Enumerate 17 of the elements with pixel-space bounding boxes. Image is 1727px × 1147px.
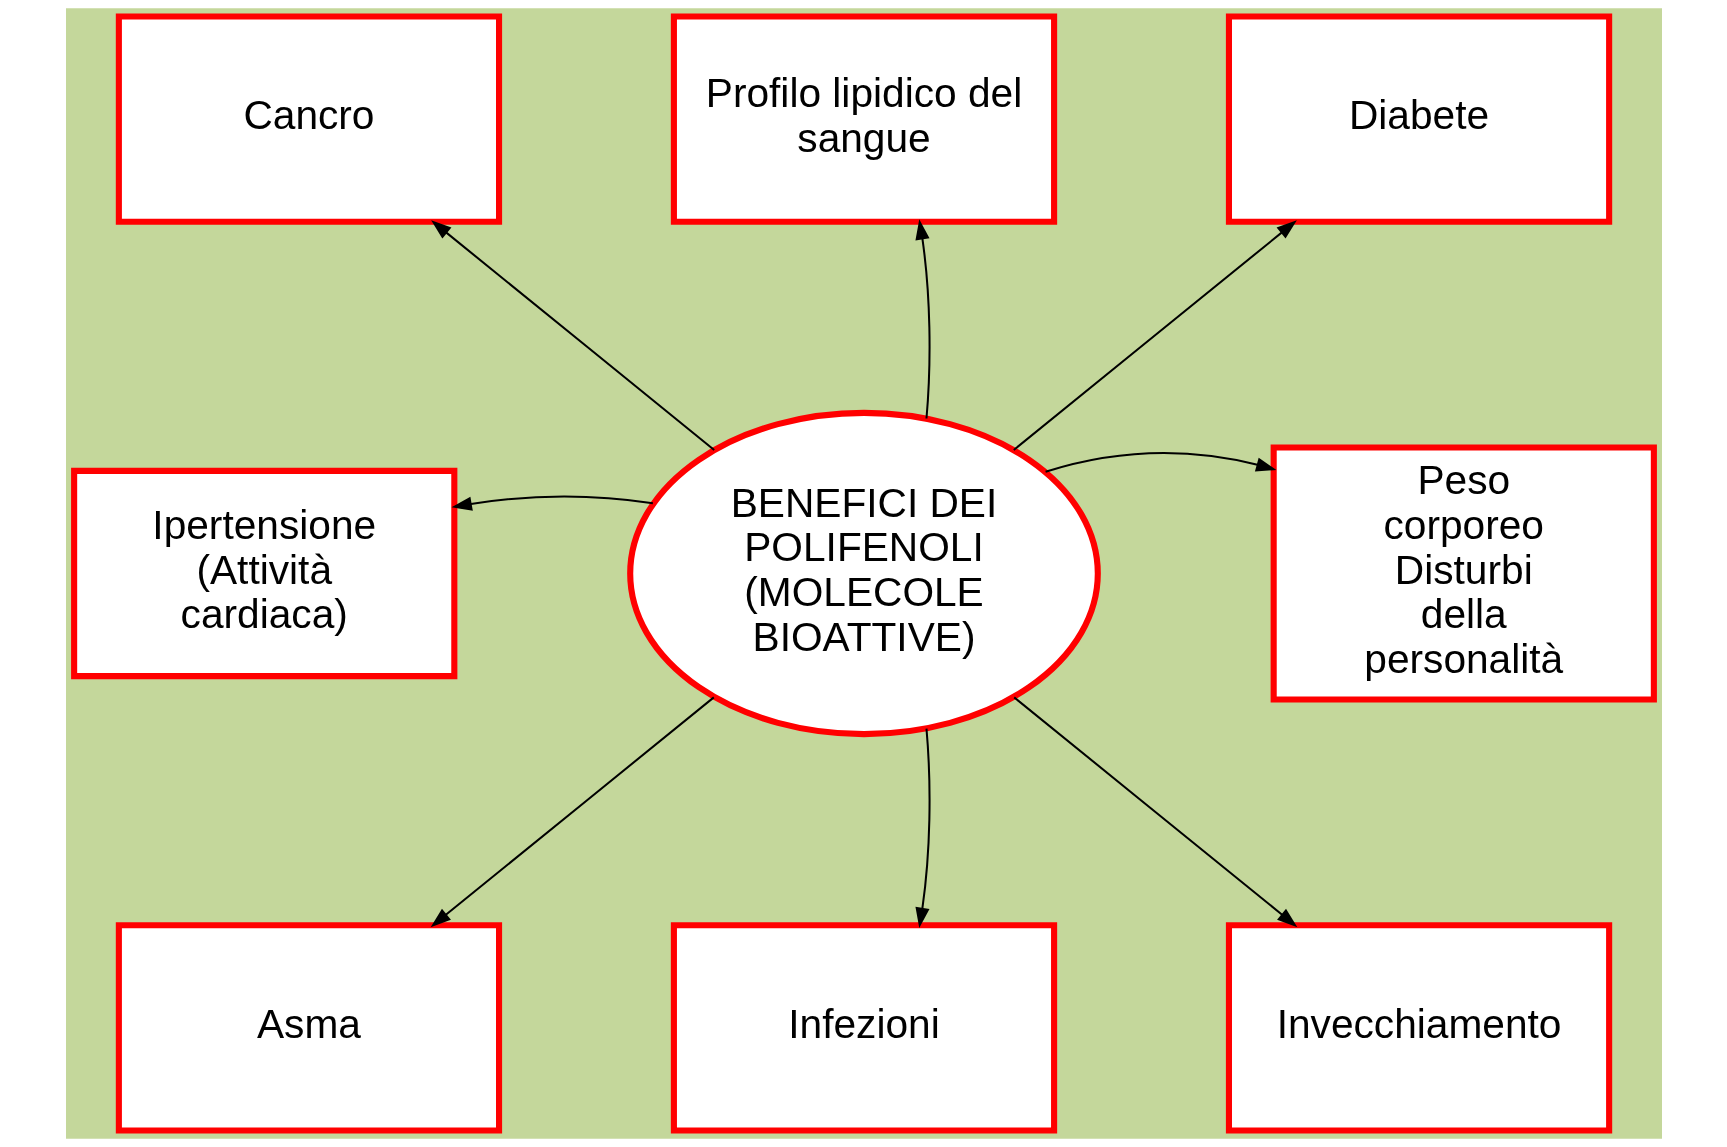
arrow xyxy=(1044,452,1276,473)
arrow xyxy=(1012,220,1297,451)
node-box: Diabete xyxy=(1225,13,1612,225)
arrow xyxy=(430,696,714,928)
arrow xyxy=(451,495,653,511)
node-box: Peso corporeo Disturbi della personalità xyxy=(1270,444,1657,703)
node-box: Asma xyxy=(115,922,502,1134)
arrow xyxy=(914,219,931,419)
arrow xyxy=(1013,696,1297,928)
arrow xyxy=(430,220,715,451)
arrow xyxy=(914,728,931,928)
node-box: Invecchiamento xyxy=(1225,922,1612,1134)
node-box: Infezioni xyxy=(670,922,1057,1134)
node-box: Ipertensione (Attività cardiaca) xyxy=(70,467,457,680)
node-ellipse: BENEFICI DEI POLIFENOLI (MOLECOLE BIOATTIVE) xyxy=(626,409,1101,738)
node-box: Profilo lipidico del sangue xyxy=(670,13,1057,225)
node-box: Cancro xyxy=(115,13,502,225)
